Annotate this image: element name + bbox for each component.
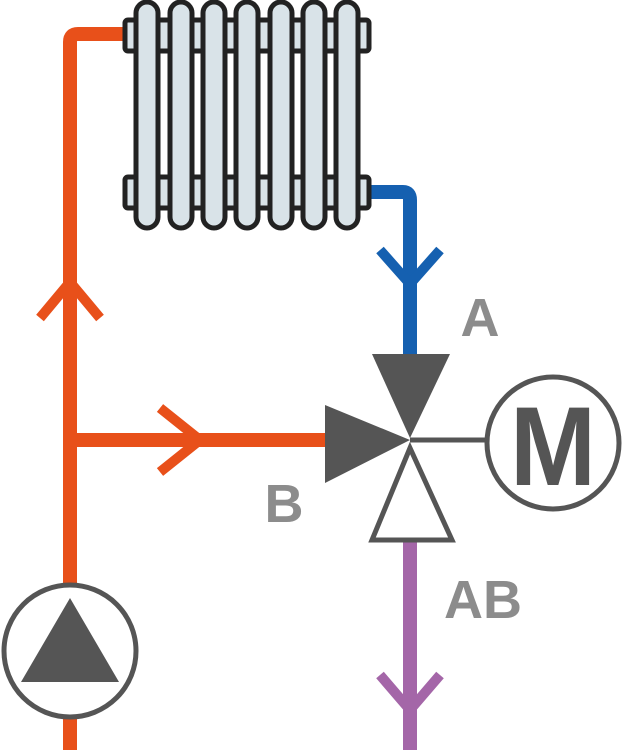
pump-icon <box>1 582 139 720</box>
three-way-valve-icon <box>325 354 488 543</box>
motor-label: M <box>510 384 596 509</box>
port-label-a: A <box>461 288 500 348</box>
port-label-ab: AB <box>444 570 522 630</box>
port-label-b: B <box>265 474 304 534</box>
motor-icon: M <box>484 374 622 512</box>
flow-arrow-right-icon <box>156 404 209 476</box>
mixed-pipe <box>376 540 444 750</box>
return-pipe <box>368 185 444 356</box>
flow-arrow-down-icon <box>376 671 444 718</box>
flow-arrow-down-icon <box>376 246 444 292</box>
flow-arrow-up-icon <box>36 274 104 322</box>
supply-pipe <box>36 27 330 750</box>
radiator-icon <box>122 0 372 231</box>
